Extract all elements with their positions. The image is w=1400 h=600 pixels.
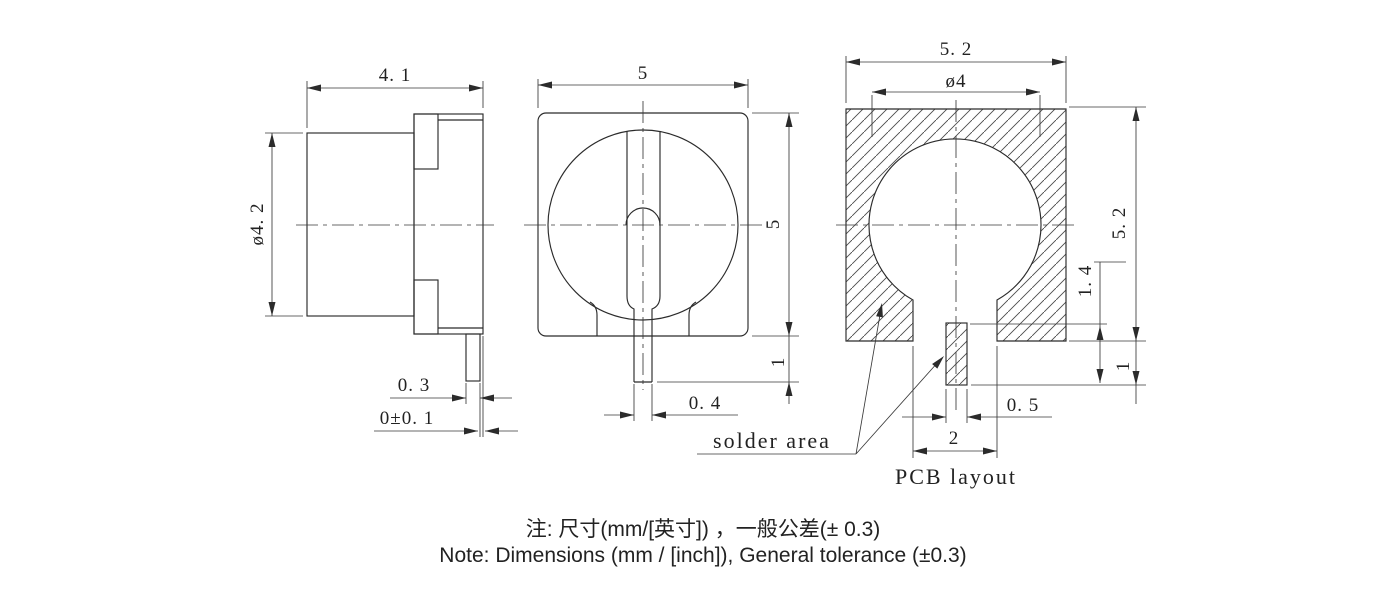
dim-pcb-slot-width: 2 [949,428,960,449]
pcb-layout-label: PCB layout [895,464,1017,489]
dim-side-width: 4. 1 [379,65,412,86]
dim-front-height: 5 [763,219,784,230]
dim-pcb-pad-protrusion: 1 [1113,361,1134,372]
solder-area-label: solder area [713,428,831,453]
dim-side-diameter: ø4. 2 [247,203,268,246]
dim-front-lead-width: 0. 4 [689,393,722,414]
dim-pcb-pad-length: 1. 4 [1075,265,1096,298]
dim-side-standoff: 0±0. 1 [380,408,434,429]
dim-pcb-hole-diameter: ø4 [946,71,967,92]
dim-pcb-pad-width: 0. 5 [1007,395,1040,416]
side-view-outline [296,113,494,382]
front-view-dimensions [537,79,799,421]
dim-pcb-height: 5. 2 [1109,207,1130,240]
dim-side-lead-thickness: 0. 3 [398,375,431,396]
solder-pad [945,322,968,386]
dim-front-width: 5 [638,63,649,84]
note-line-zh: 注: 尺寸(mm/[英寸]) ，一般公差(± 0.3) [526,518,881,541]
dim-front-lead-protrusion: 1 [768,357,789,368]
solder-area-leaders [697,303,944,455]
side-view-dimensions [265,81,518,437]
pcb-view-dimensions [845,56,1146,458]
pcb-view-outline [836,100,1078,412]
front-view-outline [524,101,766,390]
note-line-en: Note: Dimensions (mm / [inch]), General … [439,544,966,567]
dim-pcb-width: 5. 2 [940,39,973,60]
